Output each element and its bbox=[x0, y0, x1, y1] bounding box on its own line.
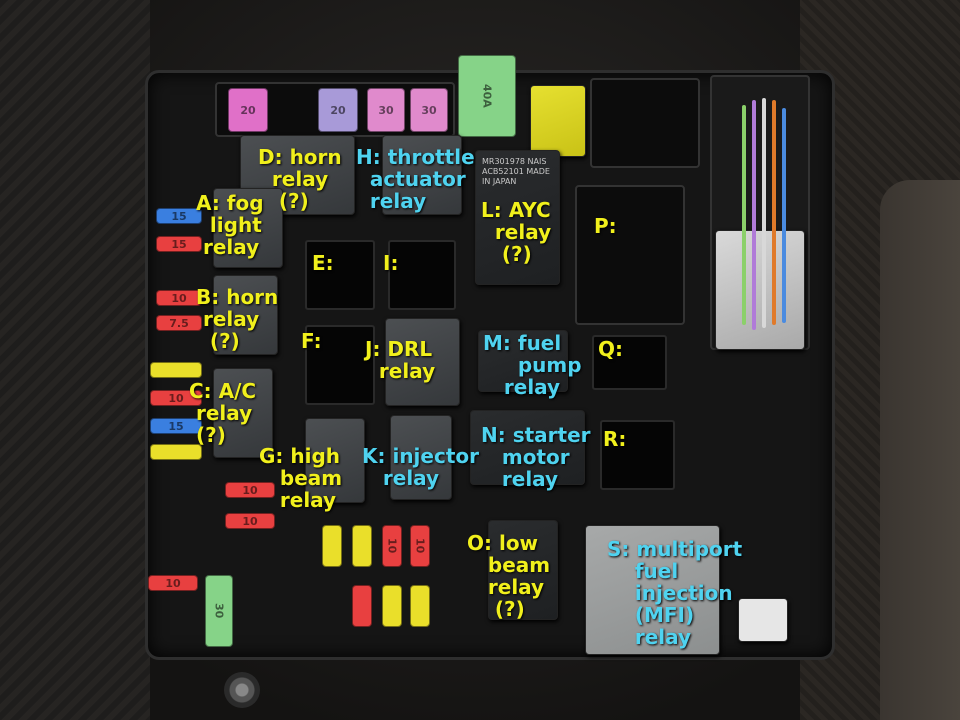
label-n: N: starter motor relay bbox=[481, 423, 591, 491]
label-i: I: bbox=[383, 251, 399, 275]
fuse-bottom-30: 30 bbox=[205, 575, 233, 647]
fuse-left-2: 15 bbox=[156, 236, 202, 252]
socket-p bbox=[575, 185, 685, 325]
socket-r bbox=[600, 420, 675, 490]
label-g: G: high beam relay bbox=[259, 444, 343, 512]
label-b: B: horn relay (?) bbox=[196, 285, 279, 353]
fuse-bottom-1: 10 bbox=[225, 482, 275, 498]
fuse-top-4: 30 bbox=[410, 88, 448, 132]
label-d: D: horn relay (?) bbox=[258, 145, 342, 213]
label-f: F: bbox=[301, 329, 322, 353]
yellow-module bbox=[530, 85, 586, 157]
relay-g bbox=[305, 418, 365, 503]
label-a: A: fog light relay bbox=[196, 191, 264, 259]
label-j: J: DRL relay bbox=[365, 337, 436, 383]
fuse-left-1: 15 bbox=[156, 208, 202, 224]
fuse-left-yellow-1 bbox=[150, 362, 202, 378]
label-l: L: AYC relay (?) bbox=[481, 198, 552, 266]
wire-purple bbox=[752, 100, 756, 330]
fuse-top-40a: 40A bbox=[458, 55, 516, 137]
fuse-mini-7 bbox=[410, 585, 430, 627]
label-r: R: bbox=[603, 427, 627, 451]
wire-white bbox=[762, 98, 766, 328]
harness-connector bbox=[715, 230, 805, 350]
fuse-mini-6 bbox=[382, 585, 402, 627]
fuse-left-5: 10 bbox=[150, 390, 202, 406]
relay-s bbox=[585, 525, 720, 655]
socket-i bbox=[388, 240, 456, 310]
socket-q bbox=[592, 335, 667, 390]
relay-l-print: MR301978 NAIS ACB52101 MADE IN JAPAN bbox=[482, 157, 550, 186]
wire-blue bbox=[782, 108, 786, 323]
fuse-left-3: 10 bbox=[156, 290, 202, 306]
small-white-connector bbox=[738, 598, 788, 642]
label-s: S: multiport fuel injection (MFI) relay bbox=[607, 537, 743, 649]
label-c: C: A/C relay (?) bbox=[189, 379, 257, 447]
relay-b bbox=[213, 275, 278, 355]
fuse-top-3: 30 bbox=[367, 88, 405, 132]
relay-l: MR301978 NAIS ACB52101 MADE IN JAPAN bbox=[475, 150, 560, 285]
relay-a bbox=[213, 188, 283, 268]
socket-e bbox=[305, 240, 375, 310]
fuse-mini-5 bbox=[352, 585, 372, 627]
label-q: Q: bbox=[598, 337, 623, 361]
fuse-mini-4: 10 bbox=[410, 525, 430, 567]
socket-top-right bbox=[590, 78, 700, 168]
relay-m bbox=[478, 330, 568, 392]
relay-h bbox=[382, 135, 462, 215]
relay-j bbox=[385, 318, 460, 406]
carpet-left bbox=[0, 0, 150, 720]
label-p: P: bbox=[594, 214, 617, 238]
label-e: E: bbox=[312, 251, 334, 275]
fuse-mini-2 bbox=[352, 525, 372, 567]
socket-f bbox=[305, 325, 375, 405]
fuse-mini-1 bbox=[322, 525, 342, 567]
fuse-left-4: 7.5 bbox=[156, 315, 202, 331]
side-trim-panel bbox=[880, 180, 960, 720]
fuse-mini-3: 10 bbox=[382, 525, 402, 567]
fuse-bottom-2: 10 bbox=[225, 513, 275, 529]
label-k: K: injector relay bbox=[362, 444, 479, 490]
relay-k bbox=[390, 415, 452, 500]
relay-n bbox=[470, 410, 585, 485]
ground-bolt bbox=[224, 672, 260, 708]
fuse-top-1: 20 bbox=[228, 88, 268, 132]
label-o: O: low beam relay (?) bbox=[467, 531, 551, 621]
relay-c bbox=[213, 368, 273, 458]
label-h: H: throttle actuator relay bbox=[356, 145, 475, 213]
fuse-left-6: 15 bbox=[150, 418, 202, 434]
fuse-bottom-3: 10 bbox=[148, 575, 198, 591]
relay-o bbox=[488, 520, 558, 620]
fuse-left-yellow-2 bbox=[150, 444, 202, 460]
wire-orange bbox=[772, 100, 776, 325]
fuse-top-2: 20 bbox=[318, 88, 358, 132]
wire-green bbox=[742, 105, 746, 325]
label-m: M: fuel pump relay bbox=[483, 331, 582, 399]
